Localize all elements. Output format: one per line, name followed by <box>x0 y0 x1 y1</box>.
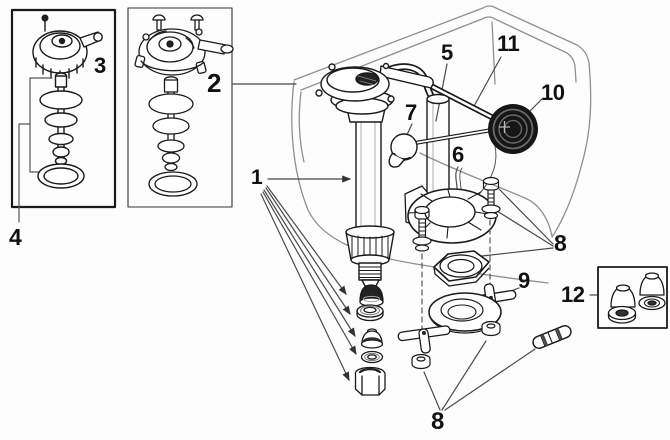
wing-nut-left <box>411 353 431 370</box>
valve-head <box>315 62 434 103</box>
valve-cover-assembly-2 <box>134 28 234 76</box>
mounting-gasket-9 <box>397 283 517 370</box>
callout-8-bottom: 8 <box>431 408 444 435</box>
flush-valve-6 <box>404 185 497 244</box>
seal-kit-stack-4 <box>37 72 85 189</box>
cover-screws <box>152 14 204 31</box>
parts-box-3 <box>10 8 117 223</box>
callout-7: 7 <box>405 100 417 125</box>
cone-washer-right <box>638 272 666 311</box>
tank-bolt-left <box>412 205 432 252</box>
callout-11: 11 <box>497 31 520 56</box>
callout-12: 12 <box>561 282 585 307</box>
seal-kit-stack-2 <box>148 76 198 197</box>
tailpiece-washer-stack <box>354 284 386 396</box>
callout-4: 4 <box>9 224 22 250</box>
wing-bracket-lower <box>397 325 451 354</box>
callout-10: 10 <box>541 80 565 105</box>
overflow-tube-5 <box>426 93 450 198</box>
wing-nut-right <box>481 320 501 337</box>
parts-box-2 <box>127 7 234 208</box>
mounting-locknut <box>354 366 386 396</box>
cone-seal <box>359 284 384 307</box>
ribbed-sleeve <box>532 325 572 349</box>
callout-1: 1 <box>251 166 263 189</box>
cone-washer-left <box>607 284 637 324</box>
callout-1-fan <box>260 175 357 382</box>
callout-8-bottom-fan <box>423 340 536 411</box>
fill-valve-assembly-1 <box>315 62 508 287</box>
callout-8-right: 8 <box>554 230 567 256</box>
callout-11-line <box>472 56 502 109</box>
tank-bolt-right <box>481 176 501 220</box>
parts-box-12 <box>597 266 668 329</box>
cone-washer <box>360 328 384 349</box>
callout-5: 5 <box>441 40 453 65</box>
shank-coupling <box>345 225 395 287</box>
callout-3: 3 <box>94 53 106 78</box>
callout-4-bracket <box>18 77 53 223</box>
tank-bolts-8 <box>412 176 501 353</box>
callout-2: 2 <box>207 68 221 98</box>
flush-valve-locknut <box>433 250 490 287</box>
callout-9: 9 <box>518 268 530 293</box>
callout-8-right-fan <box>472 188 554 258</box>
valve-cap-3 <box>32 14 103 81</box>
flat-washer <box>360 350 384 364</box>
callout-lines <box>232 56 599 411</box>
callout-10-line <box>527 98 543 114</box>
callout-6: 6 <box>452 142 464 167</box>
beveled-washer <box>356 304 384 322</box>
float-ball-10 <box>488 104 538 154</box>
